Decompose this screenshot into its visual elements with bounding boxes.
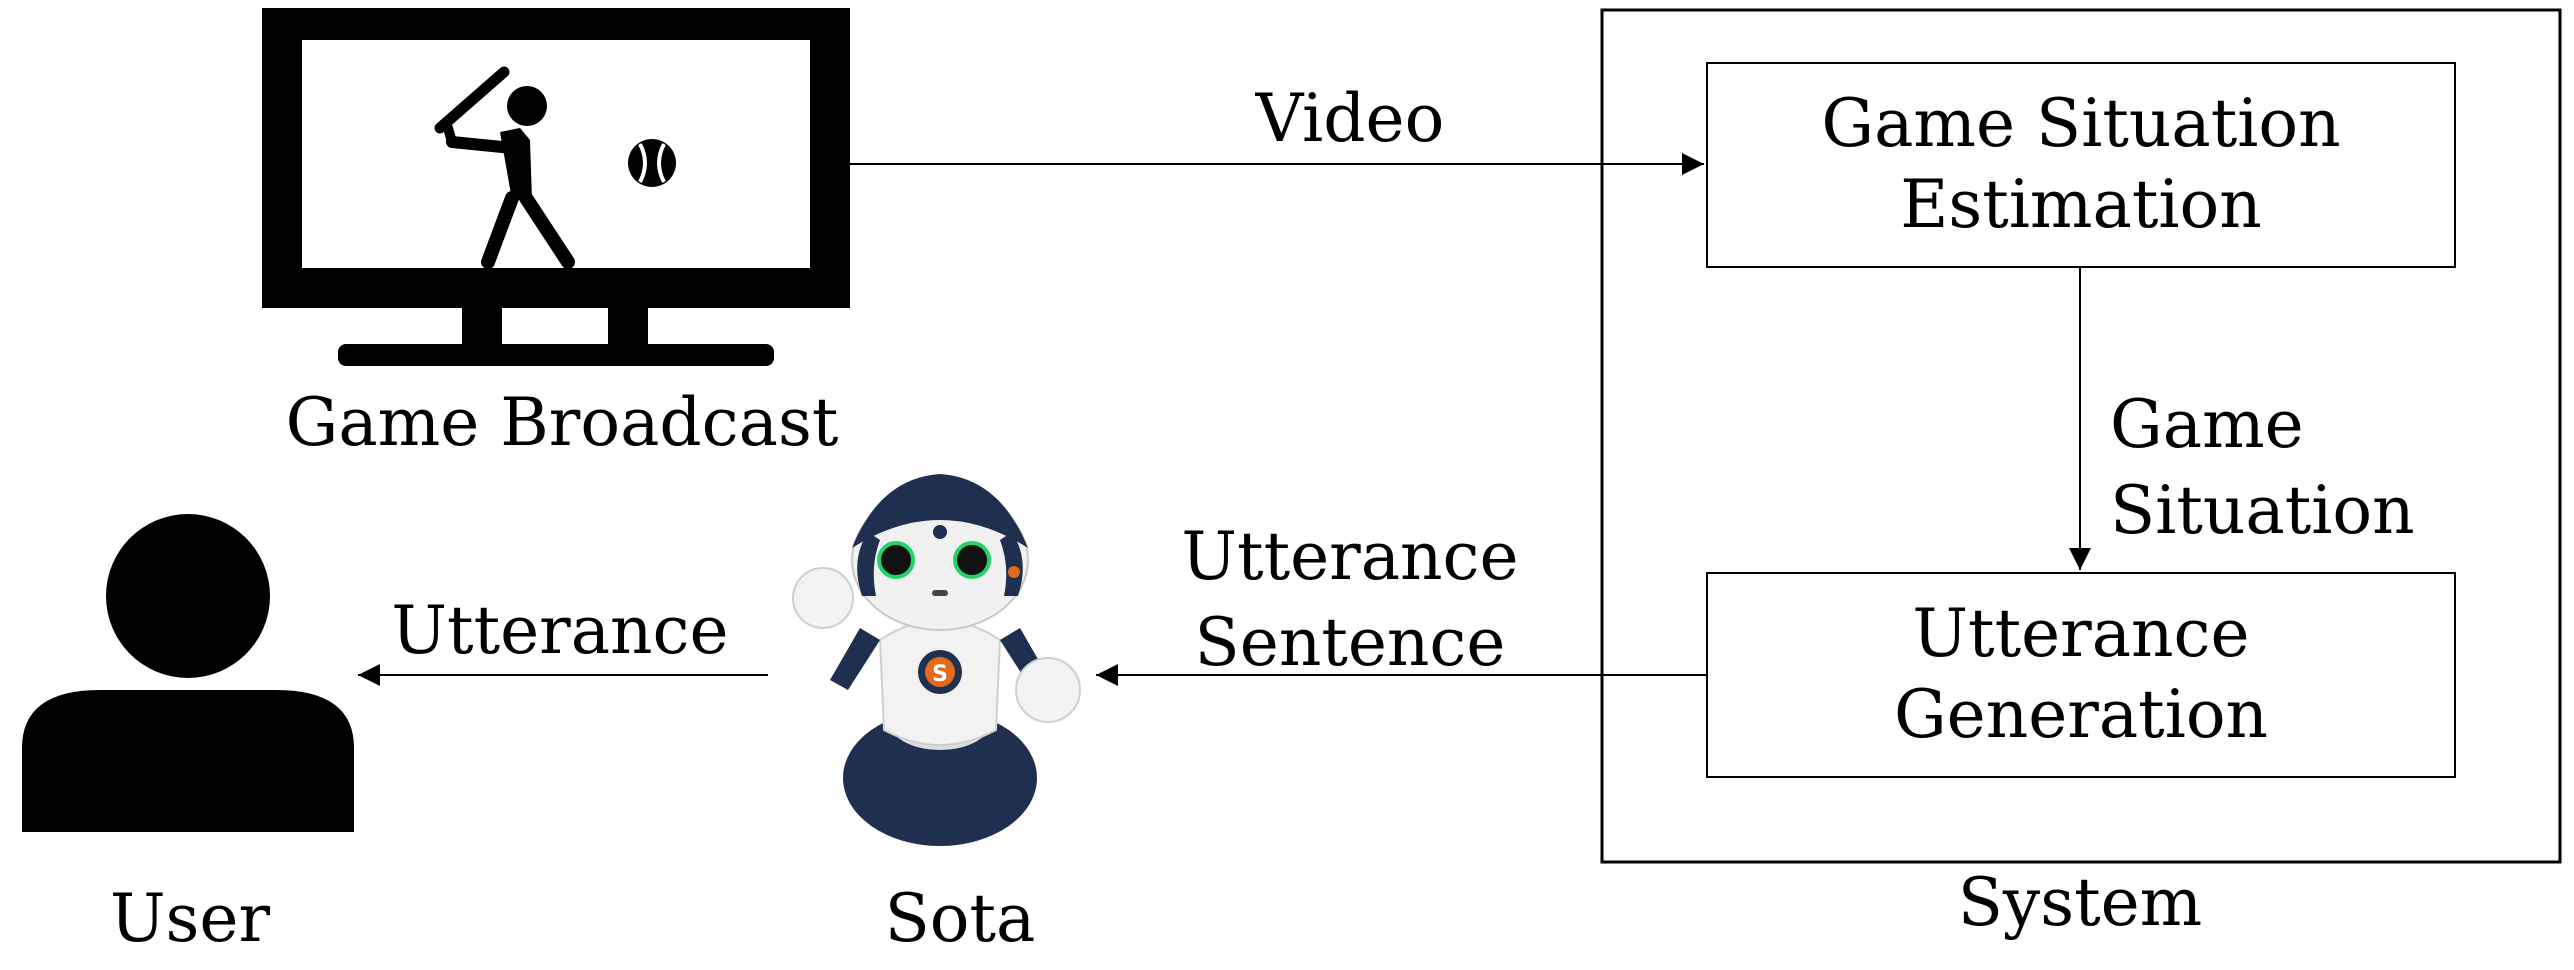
tv-icon — [262, 8, 850, 366]
situation-estimation-line2: Estimation — [1900, 166, 2262, 243]
baseball-icon — [628, 139, 676, 187]
utterance-sentence-label: Utterance Sentence — [1130, 514, 1570, 686]
utterance-sentence-line2: Sentence — [1194, 603, 1506, 681]
game-situation-label: Game Situation — [2110, 382, 2415, 554]
svg-text:S: S — [932, 662, 948, 687]
user-icon — [22, 514, 354, 832]
utterance-generation-line2: Generation — [1893, 676, 2269, 753]
game-situation-line2: Situation — [2110, 471, 2415, 549]
sota-label: Sota — [884, 880, 1036, 957]
situation-estimation-line1: Game Situation — [1821, 85, 2341, 163]
game-situation-line1: Game — [2110, 386, 2304, 463]
user-label: User — [109, 880, 271, 957]
video-label: Video — [1255, 80, 1445, 157]
utterance-generation-line1: Utterance — [1912, 595, 2250, 673]
system-label: System — [1957, 864, 2203, 941]
system-frame — [1600, 8, 2562, 864]
broadcast-label: Game Broadcast — [285, 384, 839, 461]
batter-icon — [434, 66, 575, 269]
situation-estimation-box: Game Situation Estimation — [1706, 62, 2456, 268]
utterance-sentence-line1: Utterance — [1181, 518, 1519, 595]
robot-icon: S — [792, 474, 1081, 846]
utterance-generation-box: Utterance Generation — [1706, 572, 2456, 778]
utterance-label: Utterance — [391, 592, 729, 669]
